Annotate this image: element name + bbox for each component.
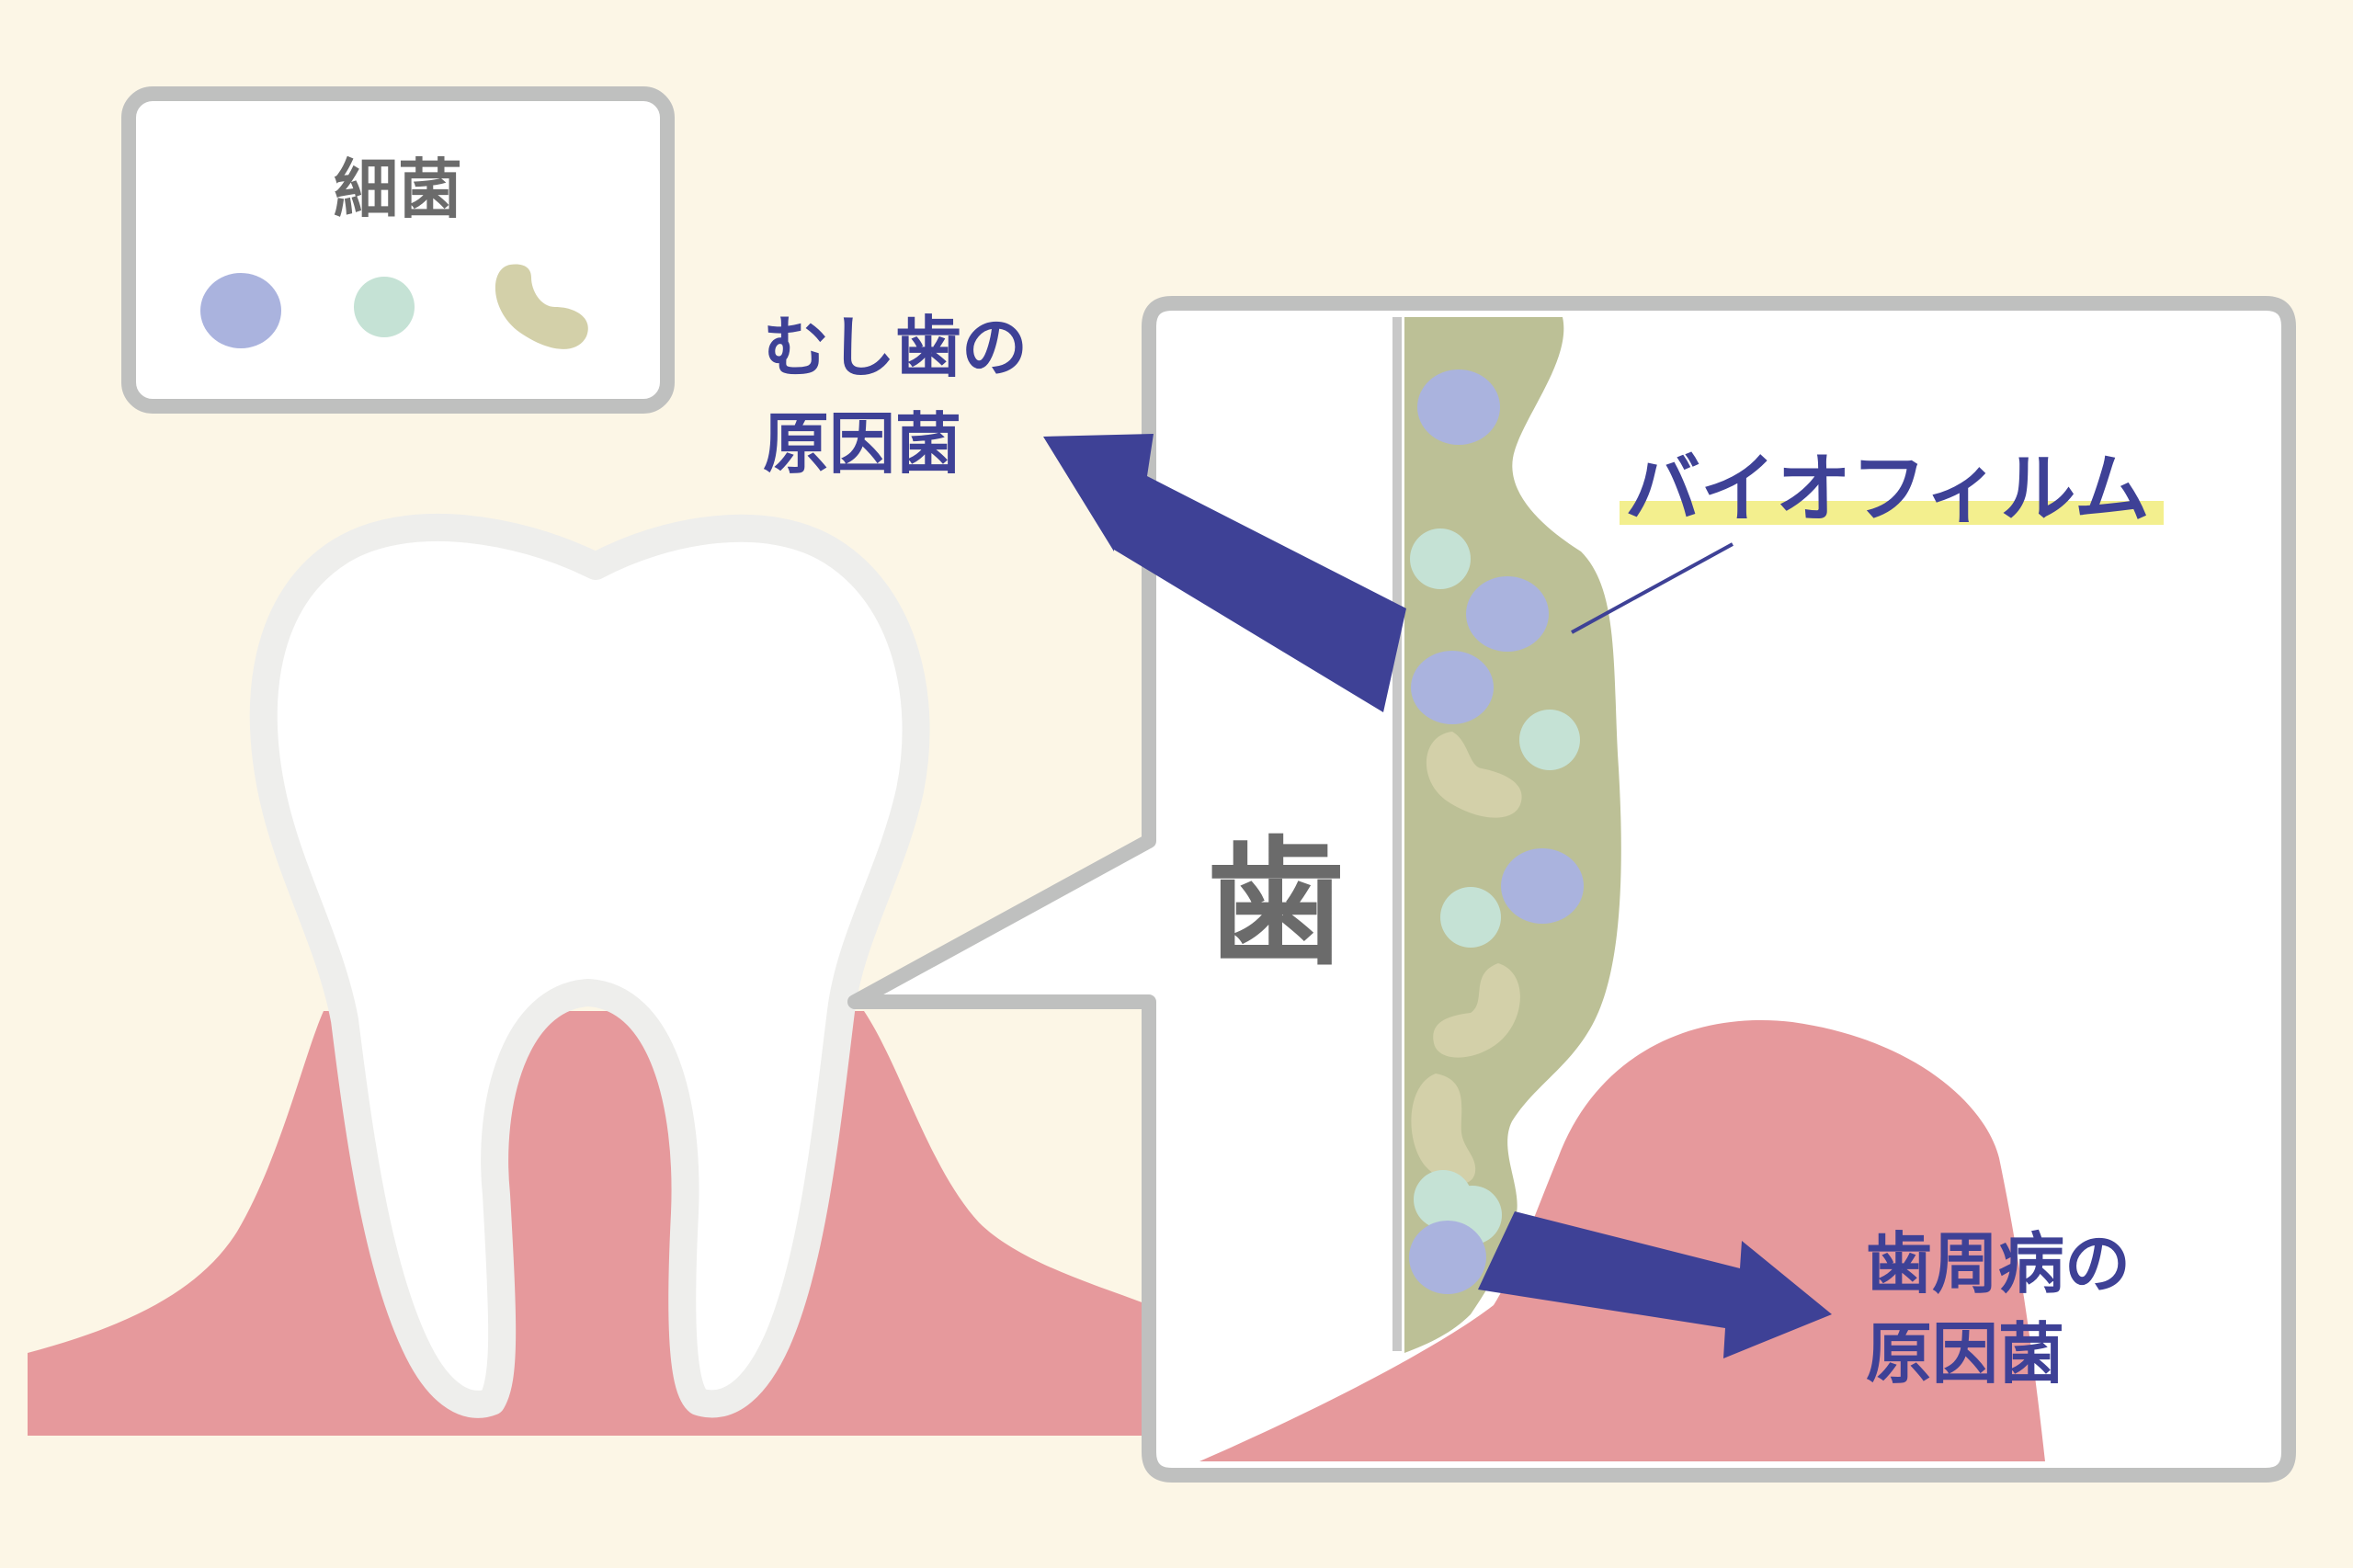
blue-bacterium-icon — [1466, 576, 1549, 652]
blue-bacterium-icon — [1417, 369, 1500, 445]
biofilm-bacteria — [1409, 369, 1584, 1294]
periodontal-label-line1: 歯周病の — [1866, 1225, 2131, 1302]
biofilm-pointer-line — [1571, 542, 1733, 634]
biofilm-label-highlight — [1620, 501, 2164, 525]
green-bacterium-icon — [1410, 528, 1471, 589]
bean-bacterium-icon — [1411, 1074, 1476, 1185]
biofilm-label: バイオフィルム — [1625, 446, 2150, 533]
green-bacterium-icon — [1519, 710, 1580, 770]
periodontal-arrow — [1478, 1211, 1832, 1358]
blue-round-bacterium-icon — [200, 273, 281, 348]
caries-label-line1: むし歯の — [763, 309, 1028, 386]
blue-bacterium-icon — [1501, 848, 1584, 924]
caries-arrow — [1043, 434, 1406, 712]
blue-bacterium-icon — [1409, 1221, 1486, 1294]
legend-box: 細菌 — [121, 86, 675, 414]
green-round-bacterium-icon — [354, 277, 415, 337]
caries-label-line2: 原因菌 — [763, 405, 961, 483]
legend-title: 細菌 — [334, 152, 462, 227]
green-bacterium-icon — [1440, 887, 1501, 948]
bean-shaped-bacterium-icon — [494, 264, 588, 349]
bean-bacterium-icon — [1426, 732, 1522, 818]
bean-bacterium-icon — [1433, 963, 1520, 1058]
gum-left — [28, 1011, 1149, 1436]
periodontal-label-line2: 原因菌 — [1866, 1315, 2064, 1392]
tooth — [249, 514, 930, 1418]
blue-bacterium-icon — [1411, 651, 1494, 724]
tooth-label: 歯 — [1207, 824, 1345, 984]
